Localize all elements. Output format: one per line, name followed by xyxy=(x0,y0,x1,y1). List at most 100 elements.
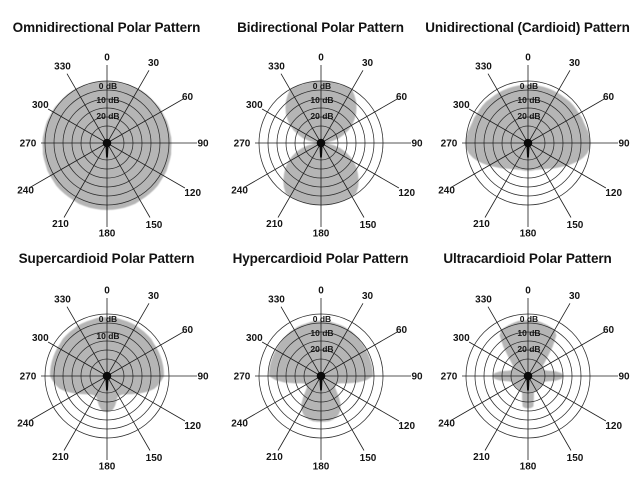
degree-label-300: 300 xyxy=(32,100,49,111)
axis-line-240deg xyxy=(244,376,320,421)
degree-label-60: 60 xyxy=(396,92,408,103)
db-label: 20 dB xyxy=(96,111,119,121)
degree-label-270: 270 xyxy=(441,139,458,150)
axis-line-240deg xyxy=(244,143,320,188)
degree-label-60: 60 xyxy=(603,92,615,103)
axis-line-150deg xyxy=(321,144,365,218)
degree-label-210: 210 xyxy=(266,219,283,230)
axis-line-120deg xyxy=(322,376,400,422)
microphone-icon-stem xyxy=(526,378,530,391)
axis-line-300deg xyxy=(468,341,527,376)
db-label: 10 dB xyxy=(310,328,333,338)
degree-label-150: 150 xyxy=(567,220,584,231)
degree-label-150: 150 xyxy=(360,220,377,231)
axis-line-300deg xyxy=(261,341,320,376)
microphone-icon-head xyxy=(102,371,112,381)
microphone-icon-stem xyxy=(319,145,323,158)
axis-line-240deg xyxy=(451,143,527,188)
degree-label-120: 120 xyxy=(398,188,415,199)
degree-label-60: 60 xyxy=(603,325,615,336)
axis-line-30deg xyxy=(107,303,150,375)
degree-label-270: 270 xyxy=(234,372,251,383)
degree-label-30: 30 xyxy=(362,58,374,69)
axis-line-150deg xyxy=(107,144,151,218)
degree-label-150: 150 xyxy=(146,453,163,464)
degree-label-330: 330 xyxy=(54,294,71,305)
degree-label-330: 330 xyxy=(475,61,492,72)
axis-line-120deg xyxy=(529,143,607,189)
axis-line-330deg xyxy=(280,73,321,142)
db-label: 20 dB xyxy=(310,111,333,121)
degree-label-180: 180 xyxy=(520,462,537,473)
degree-label-180: 180 xyxy=(99,462,116,473)
axis-line-240deg xyxy=(30,376,106,421)
degree-label-240: 240 xyxy=(17,419,34,430)
db-label: 0 dB xyxy=(99,81,117,91)
degree-label-210: 210 xyxy=(473,219,490,230)
chart-title: Omnidirectional Polar Pattern xyxy=(12,20,201,35)
degree-label-330: 330 xyxy=(54,61,71,72)
axis-line-120deg xyxy=(108,376,186,422)
degree-label-120: 120 xyxy=(605,188,622,199)
axis-line-210deg xyxy=(63,144,107,218)
degree-label-330: 330 xyxy=(268,61,285,72)
microphone-icon-head xyxy=(316,138,326,148)
degree-label-210: 210 xyxy=(52,452,69,463)
degree-label-90: 90 xyxy=(618,139,630,150)
degree-label-30: 30 xyxy=(148,58,160,69)
axis-line-120deg xyxy=(529,376,607,422)
degree-label-300: 300 xyxy=(246,100,263,111)
db-label: 0 dB xyxy=(313,314,331,324)
degree-label-270: 270 xyxy=(441,372,458,383)
degree-label-60: 60 xyxy=(182,92,194,103)
degree-label-270: 270 xyxy=(20,372,37,383)
degree-label-150: 150 xyxy=(360,453,377,464)
axis-line-60deg xyxy=(108,98,184,143)
chart-title: Ultracardioid Polar Pattern xyxy=(443,251,612,266)
chart-title: Bidirectional Polar Pattern xyxy=(237,20,404,35)
chart-title: Unidirectional (Cardioid) Pattern xyxy=(425,20,630,35)
degree-label-300: 300 xyxy=(453,333,470,344)
axis-line-120deg xyxy=(108,143,186,189)
db-label: 0 dB xyxy=(99,314,117,324)
axis-line-300deg xyxy=(261,108,320,143)
degree-label-0: 0 xyxy=(318,286,324,297)
degree-label-150: 150 xyxy=(146,220,163,231)
axis-line-240deg xyxy=(451,376,527,421)
degree-label-150: 150 xyxy=(567,453,584,464)
db-label: 0 dB xyxy=(520,314,538,324)
degree-label-300: 300 xyxy=(453,100,470,111)
microphone-icon-head xyxy=(316,371,326,381)
axis-line-210deg xyxy=(277,377,321,451)
microphone-icon-stem xyxy=(526,145,530,158)
axis-line-30deg xyxy=(321,70,364,142)
degree-label-180: 180 xyxy=(313,229,330,240)
degree-label-240: 240 xyxy=(231,186,248,197)
axis-line-210deg xyxy=(277,144,321,218)
chart-title: Hypercardioid Polar Pattern xyxy=(232,251,409,266)
degree-label-120: 120 xyxy=(184,188,201,199)
axis-line-300deg xyxy=(47,341,106,376)
degree-label-120: 120 xyxy=(184,421,201,432)
db-label: 10 dB xyxy=(310,95,333,105)
degree-label-60: 60 xyxy=(182,325,194,336)
degree-label-90: 90 xyxy=(197,372,209,383)
axis-line-330deg xyxy=(66,306,107,375)
axis-line-30deg xyxy=(107,70,150,142)
axis-line-150deg xyxy=(107,377,151,451)
axis-line-120deg xyxy=(322,143,400,189)
db-label: 10 dB xyxy=(517,95,540,105)
microphone-icon-head xyxy=(523,138,533,148)
degree-label-0: 0 xyxy=(525,286,531,297)
microphone-icon-stem xyxy=(319,378,323,391)
degree-label-240: 240 xyxy=(17,186,34,197)
degree-label-240: 240 xyxy=(438,186,455,197)
db-label: 10 dB xyxy=(96,95,119,105)
microphone-icon-head xyxy=(102,138,112,148)
